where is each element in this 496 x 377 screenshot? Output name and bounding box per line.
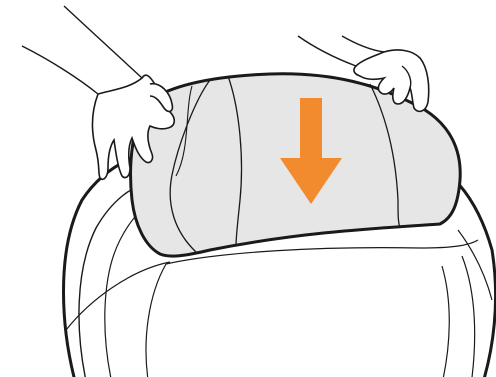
- right-arm-lower: [342, 36, 384, 52]
- right-arm-upper: [298, 36, 356, 66]
- left-hand-icon: [22, 6, 174, 179]
- arrow-shaft: [300, 98, 322, 160]
- left-arm-lower: [22, 46, 98, 94]
- left-arm-upper: [64, 6, 142, 78]
